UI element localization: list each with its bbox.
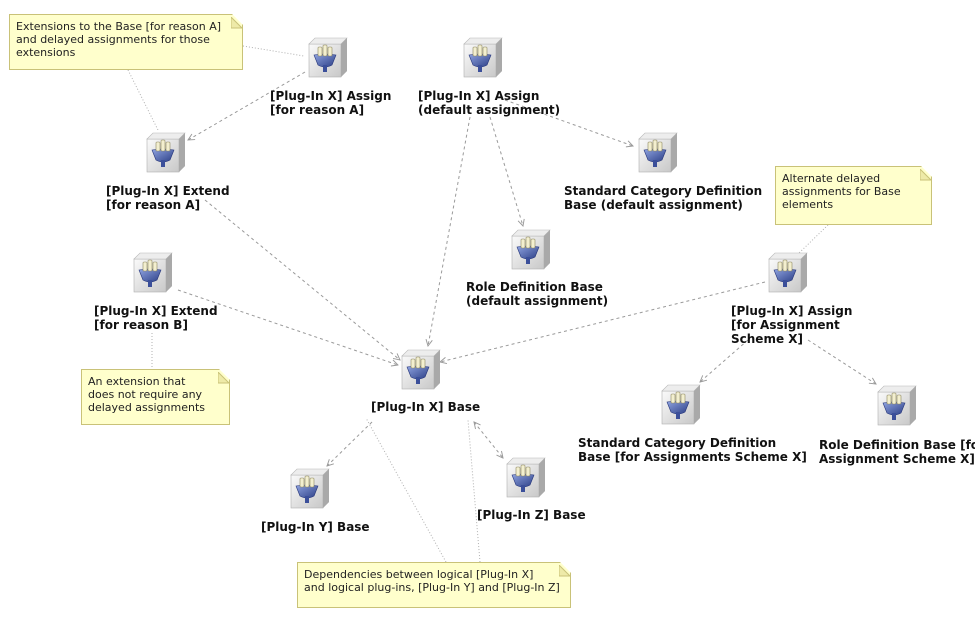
edge-assign-scheme-to-role-scheme	[807, 339, 876, 384]
plugin-icon	[287, 466, 331, 510]
edge-assign-default-to-base-x	[428, 116, 471, 346]
note-reason-a: Extensions to the Base [for reason A] an…	[9, 14, 243, 70]
plugin-icon	[503, 455, 547, 499]
note-link-dep-right	[467, 419, 481, 563]
edge-assign-a-to-extend-a	[188, 71, 306, 140]
edge-extend-a-to-base-x	[204, 199, 400, 360]
plugin-icon	[460, 35, 504, 79]
node-label: [Plug-In X] Extend [for reason A]	[106, 184, 230, 212]
edge-base-x-to-base-z	[474, 422, 503, 458]
plugin-icon	[143, 130, 187, 174]
note-fold-corner	[230, 14, 244, 29]
note-fold-corner	[919, 166, 933, 181]
node-label: [Plug-In Z] Base	[477, 508, 586, 522]
node-label: Standard Category Definition Base [for A…	[578, 436, 807, 464]
plugin-icon	[874, 383, 918, 427]
node-label: [Plug-In X] Assign (default assignment)	[418, 89, 561, 117]
note-alternate: Alternate delayed assignments for Base e…	[775, 166, 932, 225]
note-link-dep-left	[365, 417, 447, 563]
node-label: [Plug-In X] Extend [for reason B]	[94, 304, 218, 332]
node-label: Role Definition Base [for Assignment Sch…	[819, 438, 975, 466]
plugin-icon	[398, 347, 442, 391]
edge-assign-scheme-to-std-cat-scheme	[700, 339, 749, 382]
plugin-icon	[658, 382, 702, 426]
node-label: [Plug-In X] Assign [for Assignment Schem…	[731, 304, 853, 346]
note-link-reason-a-assign	[242, 45, 305, 57]
node-label: [Plug-In X] Assign [for reason A]	[270, 89, 392, 117]
plugin-icon	[635, 130, 679, 174]
plugin-icon	[130, 250, 174, 294]
edge-assign-scheme-to-base-x	[440, 281, 766, 362]
plugin-icon	[508, 227, 552, 271]
plugin-icon	[765, 250, 809, 294]
note-link-alternate	[797, 224, 829, 255]
note-fold-corner	[217, 369, 231, 384]
node-label: Role Definition Base (default assignment…	[466, 280, 609, 308]
plugin-icon	[305, 35, 349, 79]
edge-base-x-to-base-y	[327, 421, 373, 466]
note-no-assign: An extension that does not require any d…	[81, 369, 230, 425]
note-fold-corner	[558, 562, 572, 577]
note-link-reason-a-extend	[127, 69, 159, 131]
node-label: [Plug-In Y] Base	[261, 520, 370, 534]
edge-extend-b-to-base-x	[177, 289, 398, 365]
node-label: Standard Category Definition Base (defau…	[564, 184, 763, 212]
edge-assign-default-to-std-cat	[504, 99, 633, 146]
edge-assign-default-to-role	[489, 116, 523, 226]
note-dependencies: Dependencies between logical [Plug-In X]…	[297, 562, 571, 608]
node-label: [Plug-In X] Base	[371, 400, 481, 414]
